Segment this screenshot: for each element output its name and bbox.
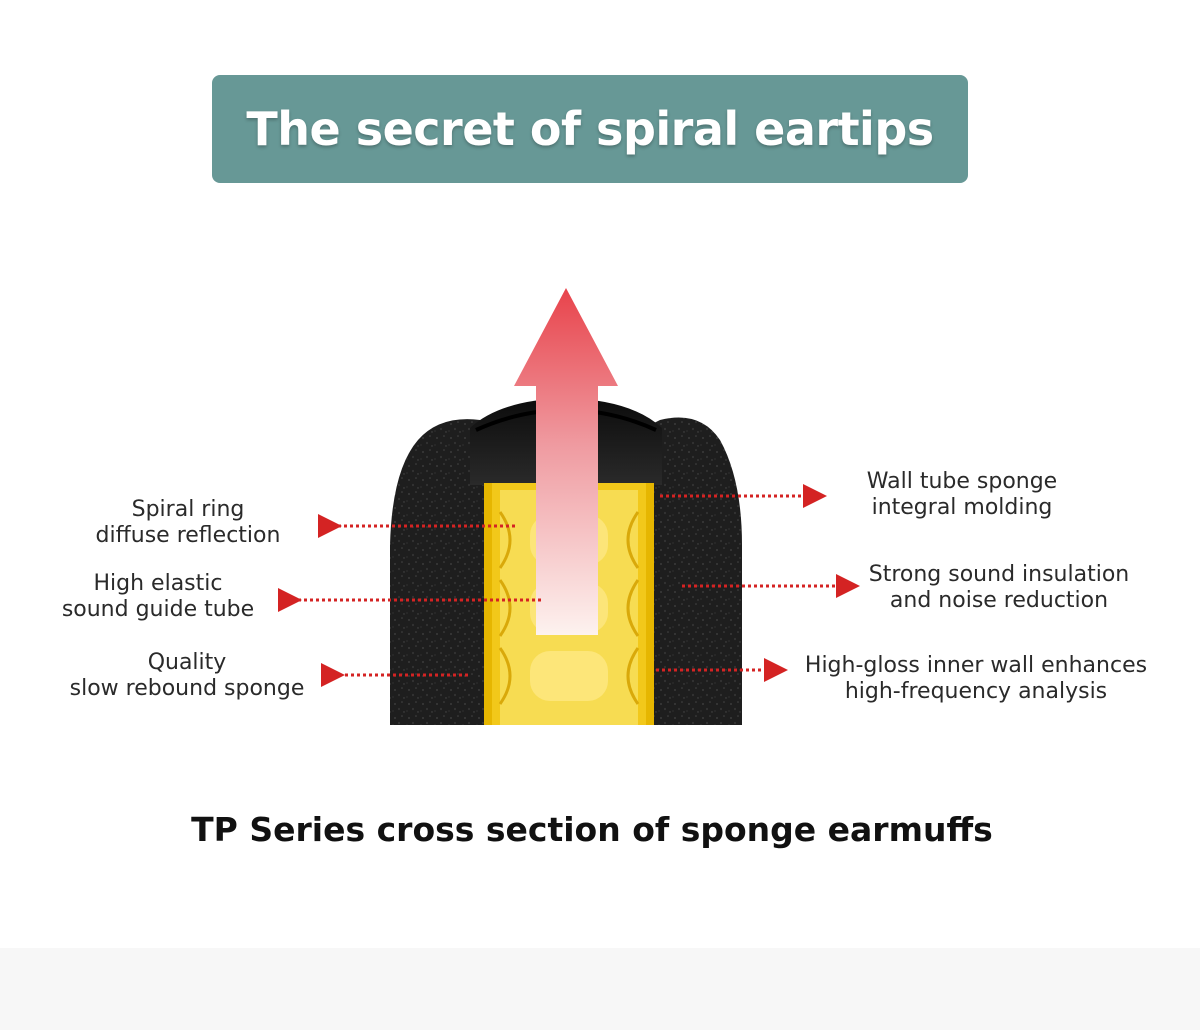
spiral-ridges [498, 511, 640, 705]
page-title: The secret of spiral eartips [246, 102, 934, 156]
label-sound-guide-tube: High elastic sound guide tube [61, 571, 255, 622]
tube-edge-left [484, 483, 492, 725]
sound-arrow [514, 288, 618, 635]
label-spiral-ring: Spiral ring diffuse reflection [95, 497, 281, 548]
right-pointers [656, 484, 860, 682]
label-wall-tube-sponge: Wall tube sponge integral molding [866, 469, 1058, 520]
diagram-caption: TP Series cross section of sponge earmuf… [191, 810, 993, 849]
label-slow-rebound-sponge: Quality slow rebound sponge [69, 650, 305, 701]
footer-strip [0, 948, 1200, 1030]
tube-edge-right [646, 483, 654, 725]
left-pointers [278, 514, 541, 687]
label-inner-wall: High-gloss inner wall enhances high-freq… [804, 653, 1148, 704]
label-sound-insulation: Strong sound insulation and noise reduct… [868, 562, 1130, 613]
title-banner: The secret of spiral eartips [212, 75, 968, 183]
